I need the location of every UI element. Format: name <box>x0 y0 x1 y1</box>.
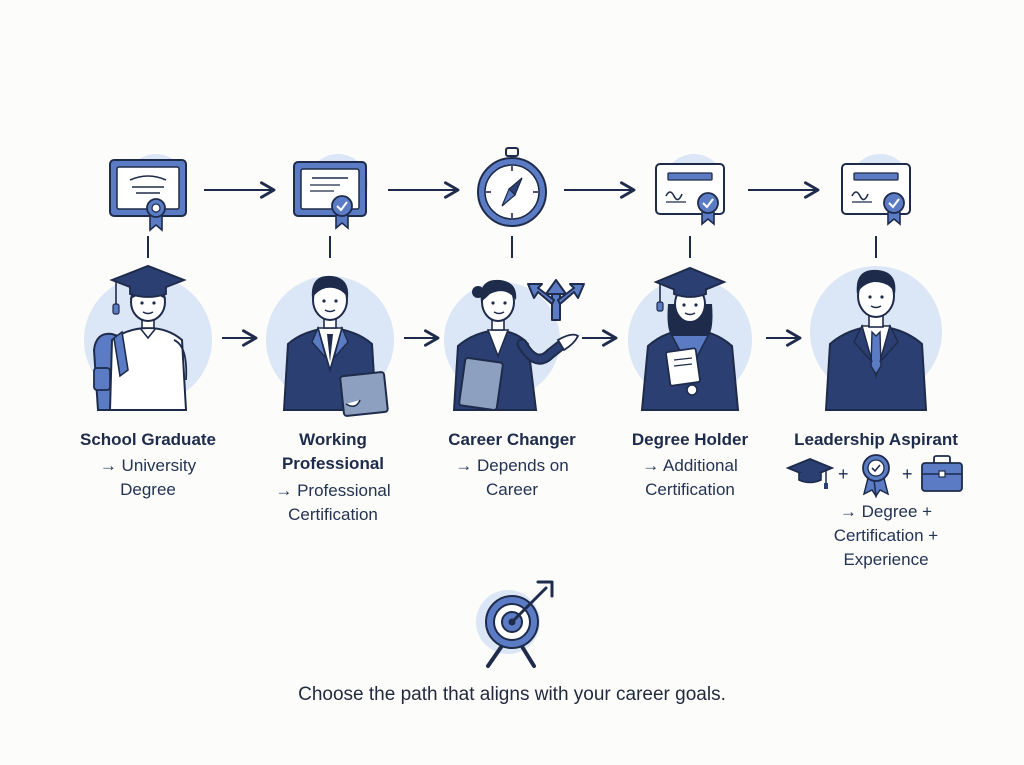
footer-caption: Choose the path that aligns with your ca… <box>298 684 726 705</box>
executive-in-suit-icon <box>810 266 942 411</box>
stage-1-name: School Graduate <box>79 430 217 449</box>
stage-2-name: Working Professional <box>281 430 385 473</box>
graduate-student-icon <box>84 264 212 411</box>
vertical-connectors <box>147 236 877 258</box>
award-ribbon-icon <box>862 454 890 499</box>
career-changer-with-direction-arrows-icon <box>444 279 585 412</box>
plus-sign-1: + <box>838 464 849 484</box>
certificate-badge-icon <box>655 154 725 226</box>
plus-sign-2: + <box>902 464 913 484</box>
stage-2-outcome: → Professional Certification <box>275 481 391 524</box>
compass-icon <box>477 147 547 227</box>
stage-1-outcome: → University Degree <box>99 456 197 499</box>
stage-4-outcome: → Additional Certification <box>642 456 738 499</box>
certificate-badge-icon <box>841 154 911 226</box>
stage-5-outcome: → Degree + Certification + Experience <box>833 502 939 569</box>
certificate-icon <box>109 154 187 232</box>
graduate-in-gown-icon <box>628 266 752 411</box>
stage-3-outcome: → Depends on Career <box>455 456 569 499</box>
stage-4-name: Degree Holder <box>631 430 749 449</box>
professional-with-laptop-icon <box>266 275 394 417</box>
stage-3-name: Career Changer <box>448 430 576 449</box>
target-with-arrow-icon <box>476 580 554 668</box>
briefcase-icon <box>921 455 963 492</box>
stage-5-name: Leadership Aspirant <box>794 430 958 449</box>
graduation-cap-icon <box>785 458 835 489</box>
certificate-badge-icon <box>293 154 368 230</box>
